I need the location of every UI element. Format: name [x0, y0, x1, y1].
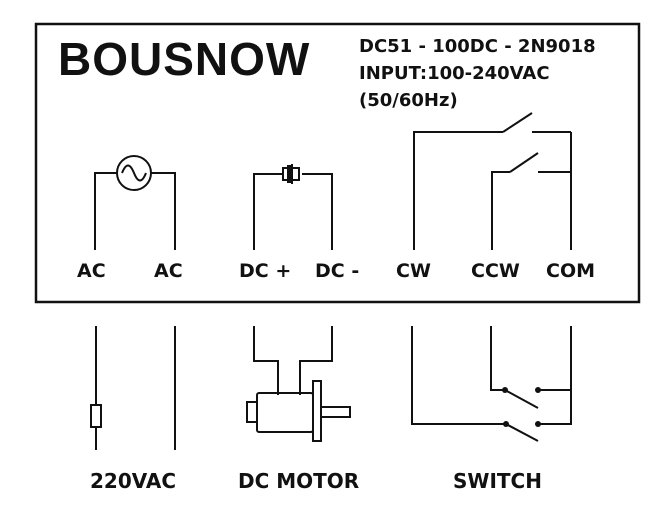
- internal-switch-icon: [413, 112, 572, 250]
- caption-switch: SWITCH: [453, 469, 542, 493]
- input-voltage: INPUT:100-240VAC: [359, 63, 550, 84]
- terminal-dc-plus: DC +: [239, 260, 292, 282]
- input-frequency: (50/60Hz): [359, 90, 458, 111]
- terminal-ac-2: AC: [154, 260, 183, 282]
- caption-power: 220VAC: [90, 469, 177, 493]
- fuse-icon: [90, 404, 102, 428]
- terminal-ac-1: AC: [77, 260, 106, 282]
- external-switch-icon: [411, 326, 572, 442]
- power-supply-lines: [90, 326, 176, 450]
- controller-box: [34, 22, 641, 304]
- terminal-com: COM: [546, 260, 596, 282]
- caption-motor: DC MOTOR: [238, 469, 360, 493]
- terminal-cw: CW: [396, 260, 431, 282]
- dc-diode-icon: [253, 164, 333, 250]
- terminal-dc-minus: DC -: [315, 260, 360, 282]
- brand-logo: BOUSNOW: [58, 33, 311, 85]
- model-number: DC51 - 100DC - 2N9018: [359, 36, 596, 57]
- terminal-ccw: CCW: [471, 260, 520, 282]
- switch-contact-dots: [502, 387, 541, 427]
- ac-source-icon: [94, 155, 176, 250]
- dc-motor-icon: [246, 326, 351, 442]
